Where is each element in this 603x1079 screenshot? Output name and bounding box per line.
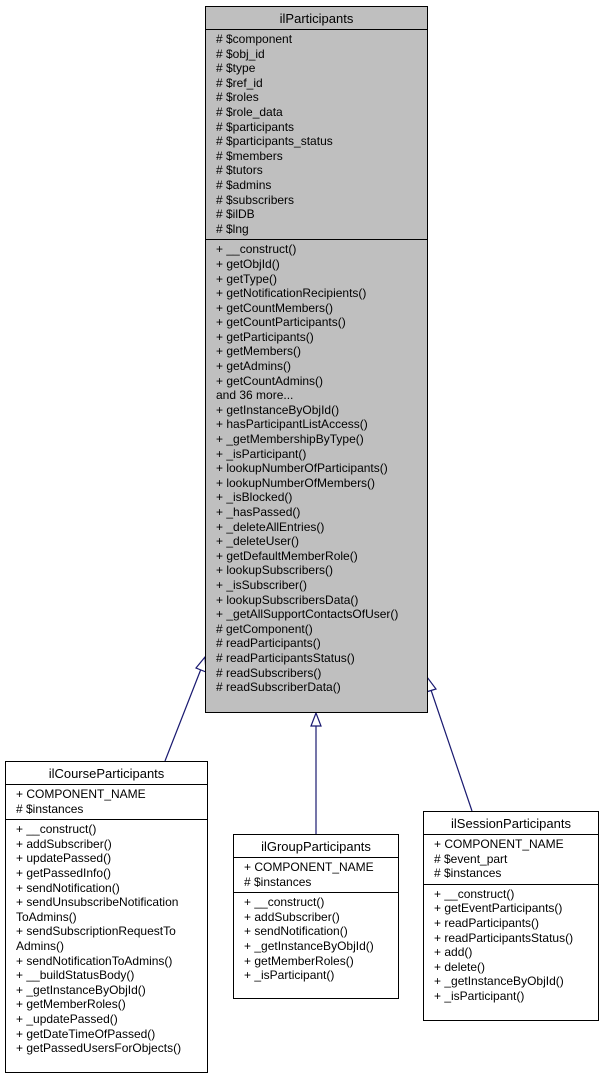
attribute-item: + COMPONENT_NAME [244, 860, 374, 874]
class-name: ilParticipants [206, 7, 427, 30]
method-item: + sendNotification() [16, 880, 120, 895]
attribute-item: # $role_data [216, 104, 283, 119]
attributes-section: + COMPONENT_NAME# $event_part# $instance… [424, 835, 598, 884]
method-item: + sendSubscriptionRequestTo Admins() [16, 924, 176, 953]
class-name: ilSessionParticipants [424, 812, 598, 835]
method-item: + updatePassed() [16, 851, 112, 866]
method-item: + __buildStatusBody() [16, 968, 135, 983]
method-item: # readSubscribers() [216, 665, 322, 680]
method-item: # readParticipantsStatus() [216, 650, 355, 665]
method-item: + getObjId() [216, 256, 280, 271]
attribute-item: # $participants_status [216, 134, 333, 149]
method-item: + getInstanceByObjId() [216, 402, 340, 417]
method-item: + getMembers() [216, 344, 302, 359]
edge-session-to-participants [430, 689, 473, 812]
method-item: + readParticipantsStatus() [434, 930, 574, 945]
method-item: + addSubscriber() [244, 909, 340, 924]
method-item: + __construct() [216, 242, 297, 257]
method-item: + getEventParticipants() [434, 901, 563, 916]
arrowhead-group [310, 711, 322, 727]
method-item: + _getAllSupportContactsOfUser() [216, 607, 399, 622]
method-item: + _deleteUser() [216, 534, 300, 549]
class-ilCourseParticipants[interactable]: ilCourseParticipants + COMPONENT_NAME# $… [5, 761, 208, 1073]
method-item: + getMemberRoles() [16, 997, 126, 1012]
method-item: # readSubscriberData() [216, 680, 341, 695]
method-item: + getDateTimeOfPassed() [16, 1026, 156, 1041]
class-name: ilCourseParticipants [6, 762, 207, 785]
method-item: + readParticipants() [434, 915, 540, 930]
method-item: + getCountAdmins() [216, 373, 324, 388]
attribute-item: # $ref_id [216, 75, 263, 90]
method-item: + lookupNumberOfParticipants() [216, 461, 388, 476]
method-item: # readParticipants() [216, 636, 321, 651]
method-item: + _isParticipant() [244, 968, 335, 983]
attribute-item: # $admins [216, 177, 272, 192]
attribute-item: # $obj_id [216, 46, 265, 61]
method-item: + lookupSubscribersData() [216, 592, 359, 607]
attribute-item: # $subscribers [216, 192, 295, 207]
method-item: + _getMembershipByType() [216, 432, 364, 447]
method-item: # getComponent() [216, 621, 313, 636]
methods-section: + __construct()+ getEventParticipants()+… [424, 883, 598, 1007]
method-item: + getCountMembers() [216, 300, 334, 315]
attribute-item: # $members [216, 148, 283, 163]
method-item: + lookupSubscribers() [216, 563, 334, 578]
method-item: + sendNotificationToAdmins() [16, 953, 173, 968]
methods-section: + __construct()+ addSubscriber()+ update… [6, 819, 207, 1059]
attribute-item: + COMPONENT_NAME [16, 787, 146, 801]
attribute-item: # $instances [244, 874, 312, 889]
method-item: + _getInstanceByObjId() [244, 938, 374, 953]
attributes-section: + COMPONENT_NAME# $instances [6, 785, 207, 819]
attributes-section: + COMPONENT_NAME# $instances [234, 858, 398, 892]
method-item: + _isParticipant() [434, 988, 525, 1003]
method-item: + _isParticipant() [216, 446, 307, 461]
method-item: + _getInstanceByObjId() [434, 974, 564, 989]
method-item: + sendUnsubscribeNotification ToAdmins() [16, 895, 179, 924]
attribute-item: # $component [216, 32, 293, 46]
method-item: + add() [434, 945, 473, 960]
method-item: + _hasPassed() [216, 505, 301, 519]
attribute-item: # $instances [434, 866, 502, 881]
method-item: + getCountParticipants() [216, 315, 346, 330]
method-item: + getType() [216, 271, 278, 286]
attribute-item: # $lng [216, 221, 249, 236]
method-item: + addSubscriber() [16, 836, 112, 851]
method-item: + _isSubscriber() [216, 577, 308, 592]
attributes-section: # $component# $obj_id# $type# $ref_id# $… [206, 30, 427, 239]
method-item: + getMemberRoles() [244, 953, 354, 968]
attribute-item: # $tutors [216, 163, 263, 178]
attribute-item: # $roles [216, 90, 259, 105]
method-item: + __construct() [244, 895, 325, 910]
method-item: + getParticipants() [216, 329, 314, 344]
edge-course-to-participants [164, 668, 202, 762]
attribute-item: # $type [216, 61, 256, 76]
attribute-item: + COMPONENT_NAME [434, 837, 564, 851]
method-item: + getAdmins() [216, 359, 292, 374]
method-item: + delete() [434, 959, 486, 974]
class-ilParticipants[interactable]: ilParticipants # $component# $obj_id# $t… [205, 6, 428, 713]
method-item: and 36 more... [216, 388, 294, 403]
methods-section: + __construct()+ addSubscriber()+ sendNo… [234, 892, 398, 986]
method-item: + hasParticipantListAccess() [216, 417, 368, 432]
class-name: ilGroupParticipants [234, 835, 398, 858]
method-item: + getDefaultMemberRole() [216, 548, 358, 563]
method-item: + _deleteAllEntries() [216, 519, 325, 534]
methods-section: + __construct()+ getObjId()+ getType()+ … [206, 239, 427, 697]
attribute-item: # $instances [16, 801, 84, 816]
class-ilGroupParticipants[interactable]: ilGroupParticipants + COMPONENT_NAME# $i… [233, 834, 399, 999]
method-item: + _getInstanceByObjId() [16, 982, 146, 997]
method-item: + __construct() [434, 886, 515, 901]
attribute-item: # $ilDB [216, 207, 255, 222]
method-item: + _updatePassed() [16, 1011, 118, 1026]
attribute-item: # $event_part [434, 851, 508, 866]
method-item: + _isBlocked() [216, 490, 293, 505]
method-item: + __construct() [16, 822, 97, 837]
attribute-item: # $participants [216, 119, 295, 134]
method-item: + getPassedInfo() [16, 865, 112, 880]
method-item: + sendNotification() [244, 924, 348, 939]
method-item: + getNotificationRecipients() [216, 286, 367, 301]
method-item: + getPassedUsersForObjects() [16, 1041, 182, 1056]
class-ilSessionParticipants[interactable]: ilSessionParticipants + COMPONENT_NAME# … [423, 811, 599, 1021]
method-item: + lookupNumberOfMembers() [216, 475, 376, 490]
